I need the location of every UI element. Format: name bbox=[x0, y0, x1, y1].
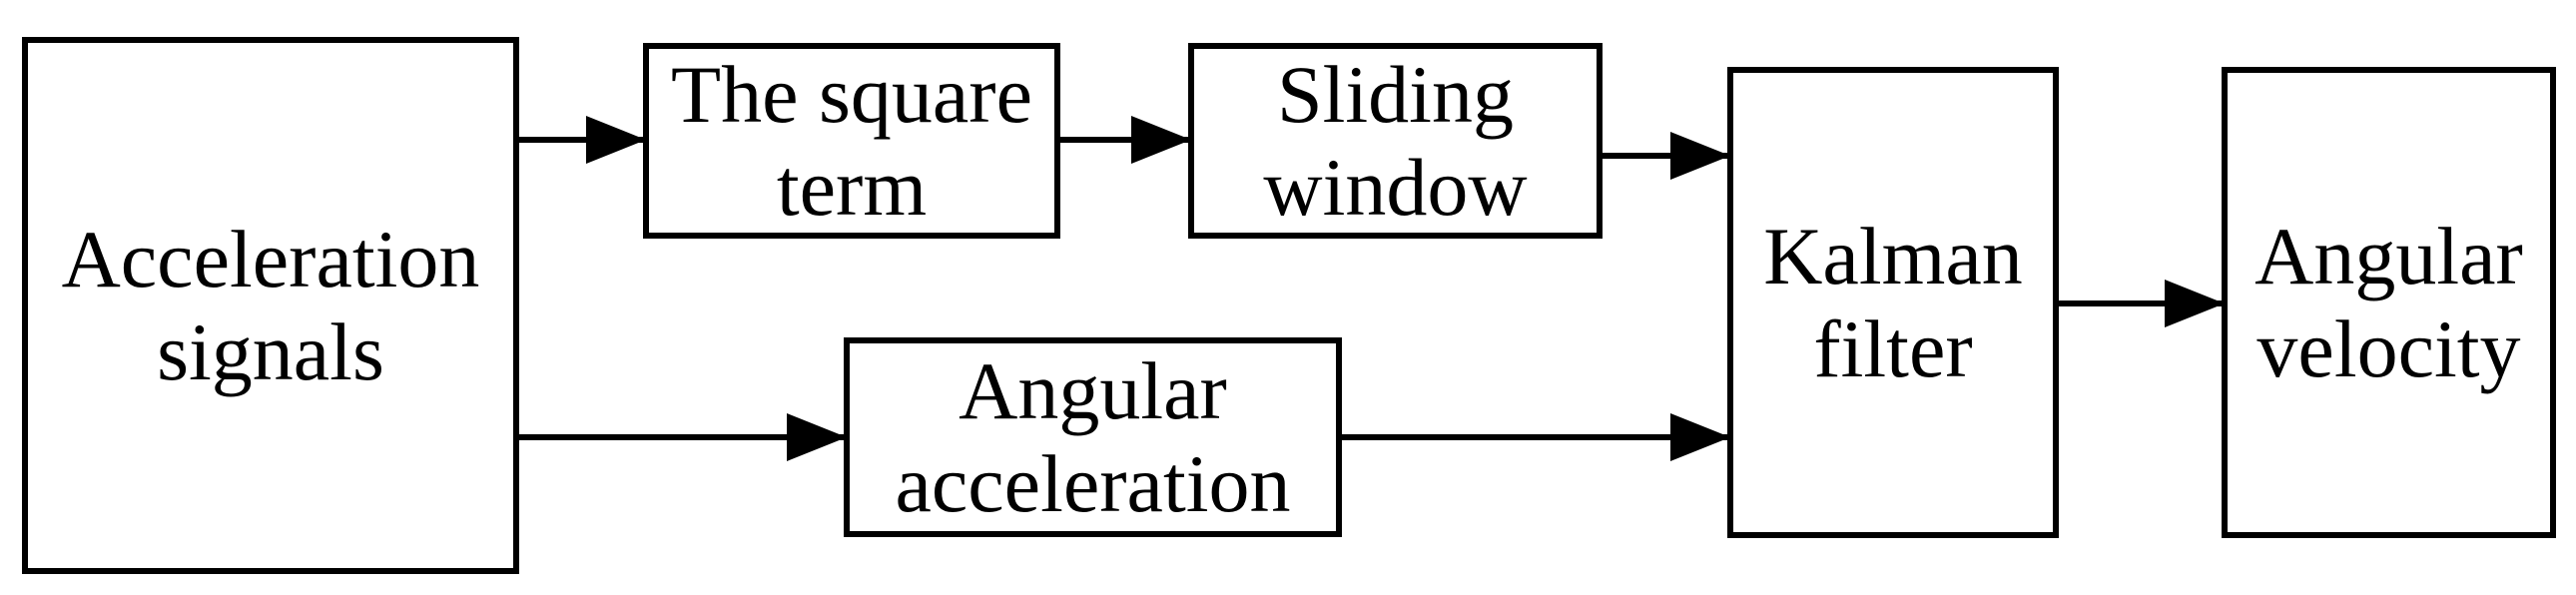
node-angular-velocity: Angular velocity bbox=[2222, 67, 2556, 538]
node-sliding-window: Sliding window bbox=[1188, 43, 1603, 239]
node-label-line: term bbox=[776, 142, 928, 233]
node-label-line: window bbox=[1263, 142, 1528, 233]
node-label-line: The square bbox=[671, 48, 1032, 140]
node-label-line: Acceleration bbox=[61, 213, 480, 304]
node-label-line: Angular bbox=[959, 344, 1227, 436]
node-label-line: Sliding bbox=[1277, 48, 1514, 140]
node-kalman-filter: Kalman filter bbox=[1727, 67, 2059, 538]
node-label-line: Angular bbox=[2254, 210, 2523, 301]
node-label-line: velocity bbox=[2256, 303, 2521, 394]
node-acceleration-signals: Acceleration signals bbox=[22, 37, 519, 574]
node-label-line: filter bbox=[1813, 303, 1973, 394]
node-label-line: Kalman bbox=[1763, 210, 2023, 301]
node-the-square-term: The square term bbox=[643, 43, 1060, 239]
node-label-line: signals bbox=[157, 306, 384, 397]
node-angular-acceleration: Angular acceleration bbox=[844, 337, 1342, 537]
node-label-line: acceleration bbox=[895, 438, 1291, 529]
